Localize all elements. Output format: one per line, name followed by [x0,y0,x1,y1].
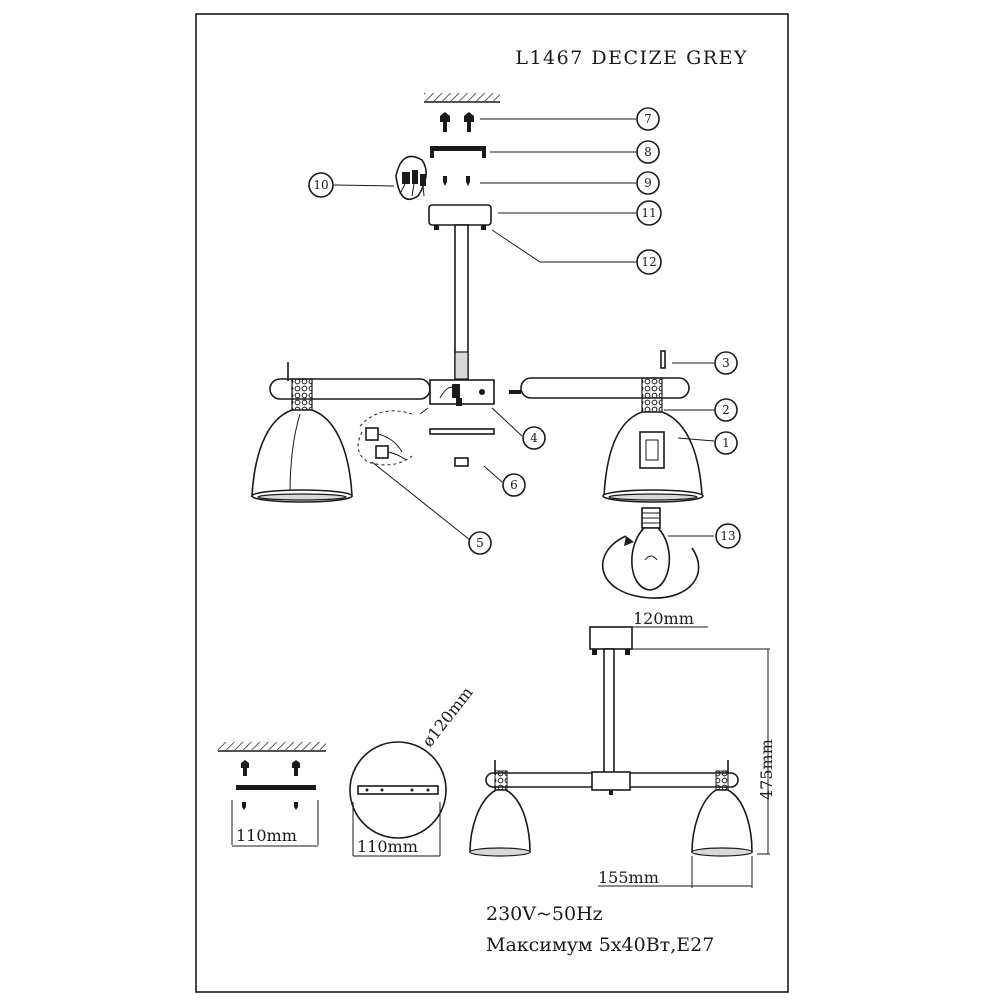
canopy-dim [589,626,633,650]
wire-connector-detail [357,407,429,466]
callout-3: 3 [714,351,738,375]
page-border [195,13,789,993]
callout-5: 5 [468,531,492,555]
central-hub [429,379,495,406]
wall-plugs [440,112,474,132]
svg-text:6: 6 [510,478,518,492]
terminal-block [395,155,427,201]
canopy-circle-detail: 110mm ø120mm [349,683,477,857]
callout-4: 4 [522,426,546,450]
svg-text:1: 1 [722,436,730,450]
dim-canopy-diameter: ø120mm [418,683,476,750]
spec-voltage: 230V~50Hz [486,903,603,925]
rod-pin [660,350,666,369]
svg-text:2: 2 [722,403,730,417]
svg-text:12: 12 [641,255,656,269]
clip [454,457,469,467]
screws [443,176,470,186]
dimension-drawing: 120mm 475mm 155mm [469,609,776,888]
callout-11: 11 [636,200,662,226]
callout-13: 13 [715,523,741,549]
right-shade [602,411,704,503]
callout-1: 1 [714,431,738,455]
canopy-screws [434,225,486,230]
dim-plate-width: 110mm [236,826,297,845]
light-bulb [601,507,700,599]
callout-12: 12 [636,249,662,275]
plate-detail: 110mm [218,742,326,847]
dim-shade-width: 155mm [598,868,659,887]
callout-7: 7 [636,107,660,131]
svg-text:7: 7 [644,112,652,126]
svg-text:9: 9 [644,176,652,190]
svg-text:13: 13 [720,529,735,543]
right-arm [509,377,690,419]
svg-text:10: 10 [313,178,328,192]
callout-8: 8 [636,140,660,164]
dim-bracket-width: 110mm [357,837,418,856]
mounting-plate [430,146,486,158]
left-shade [251,409,353,503]
svg-text:3: 3 [722,356,730,370]
product-title: L1467 DECIZE GREY [515,47,748,69]
callout-9: 9 [636,171,660,195]
exploded-assembly [251,93,704,599]
dim-height: 475mm [757,739,776,800]
callout-10: 10 [308,172,334,198]
svg-text:8: 8 [644,145,652,159]
callout-leaders [333,118,715,541]
svg-text:11: 11 [641,206,656,220]
callout-6: 6 [502,473,526,497]
callout-2: 2 [714,398,738,422]
ceiling-hatch [424,93,500,103]
svg-text:4: 4 [530,431,538,445]
dim-canopy-width: 120mm [633,609,694,628]
spec-max-power: Максимум 5x40Вт,E27 [486,934,714,956]
canopy [428,204,492,226]
lamp-socket [639,431,665,469]
svg-text:5: 5 [476,536,484,550]
hub-cover-plate [429,428,495,435]
